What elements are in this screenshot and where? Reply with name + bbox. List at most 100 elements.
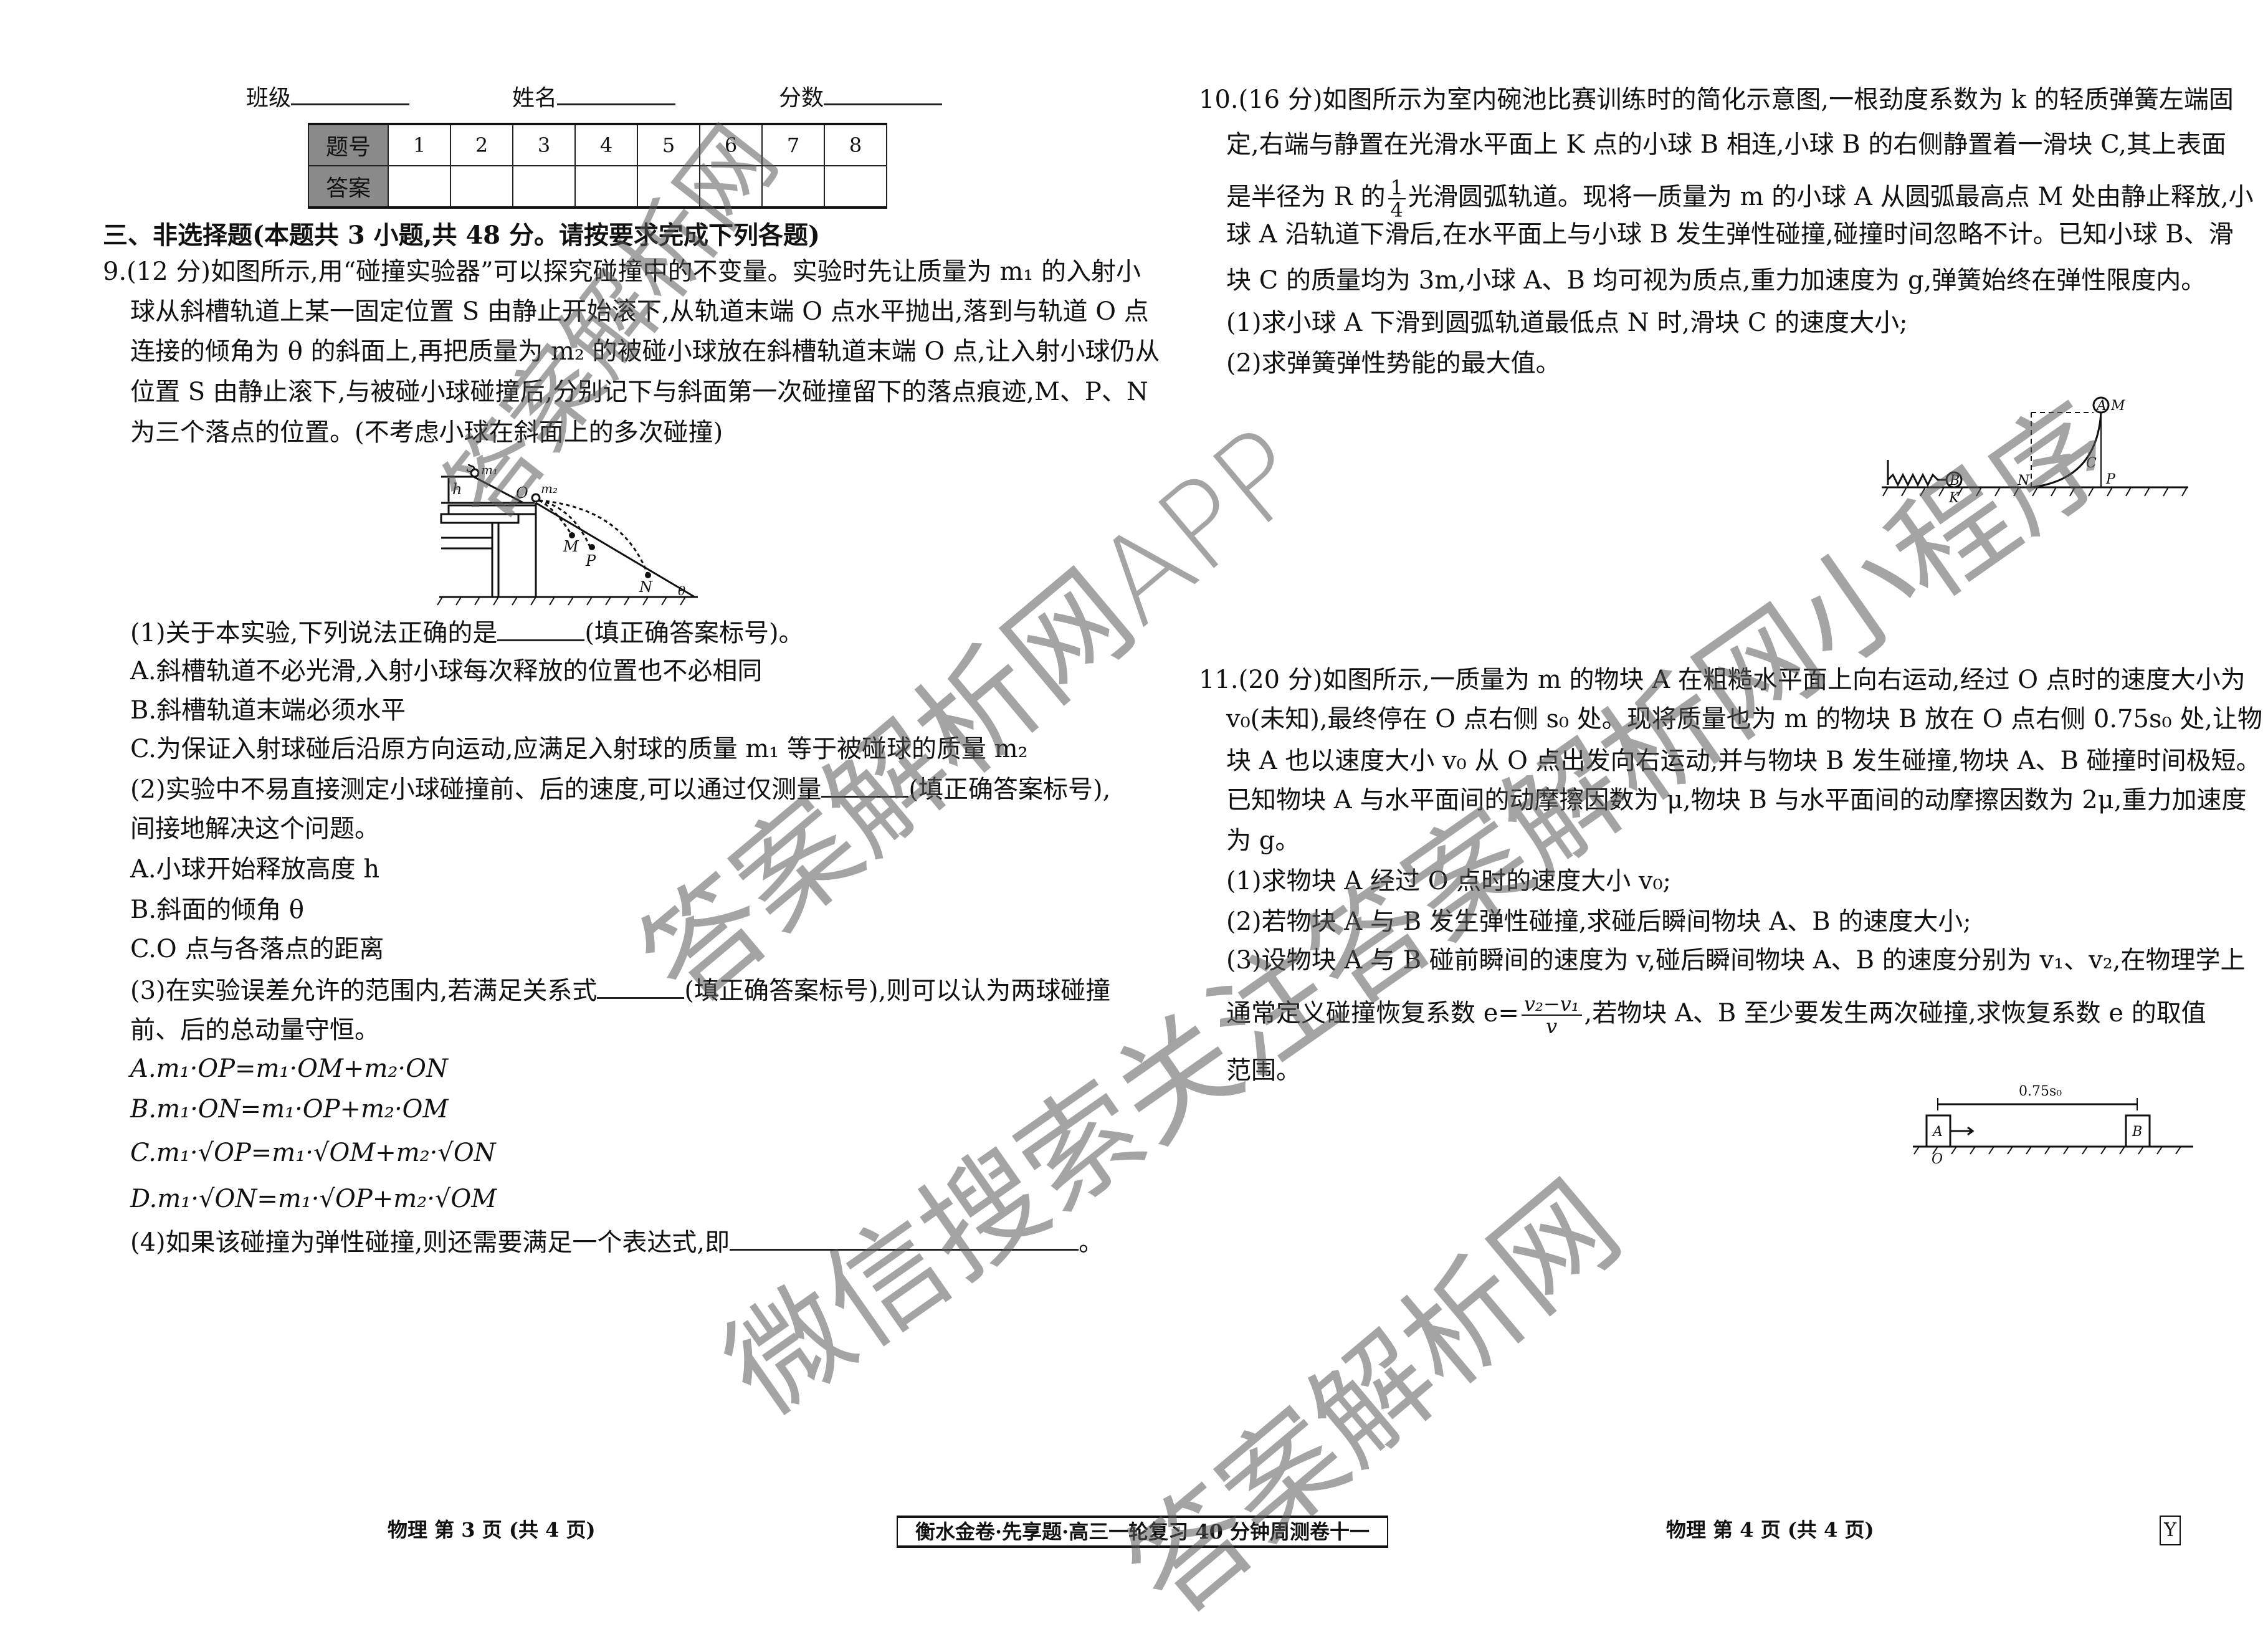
q10-sub1: (1)求小球 A 下滑到圆弧轨道最低点 N 时,滑块 C 的速度大小; (1226, 308, 1908, 337)
collision-apparatus-figure: S m₁ h O m₂ M P N θ (437, 464, 698, 606)
q9-sub1-option-a: A.斜槽轨道不必光滑,入射小球每次释放的位置也不必相同 (130, 657, 763, 685)
table-cell: 2 (450, 123, 513, 166)
answer-cell[interactable] (824, 165, 887, 208)
table-row: 答案 (308, 165, 887, 208)
footer-corner-mark: Y (2160, 1516, 2181, 1545)
q9-line: 9.(12 分)如图所示,用“碰撞实验器”可以探究碰撞中的不变量。实验时先让质量… (103, 257, 1141, 286)
q9-sub1-text: (1)关于本实验,下列说法正确的是 (130, 619, 498, 647)
section-heading: 三、非选择题(本题共 3 小题,共 48 分。请按要求完成下列各题) (103, 221, 820, 250)
q9-sub3: (3)在实验误差允许的范围内,若满足关系式 (填正确答案标号),则可以认为两球碰撞 (130, 975, 1110, 1006)
label-h: h (452, 480, 462, 498)
table-cell: 1 (388, 123, 451, 166)
q10-line: 块 C 的质量均为 3m,小球 A、B 均可视为质点,重力加速度为 g,弹簧始终… (1226, 266, 2206, 295)
answer-cell[interactable] (450, 165, 513, 208)
q9-sub2-blank[interactable] (821, 773, 909, 798)
q9-sub1: (1)关于本实验,下列说法正确的是 (填正确答案标号)。 (130, 617, 804, 648)
q9-sub1-text-end: (填正确答案标号)。 (584, 619, 804, 647)
q9-sub1-option-b: B.斜槽轨道末端必须水平 (130, 696, 406, 725)
q10-line: 10.(16 分)如图所示为室内碗池比赛训练时的简化示意图,一根劲度系数为 k … (1199, 85, 2234, 114)
question-number-header: 题号 (308, 123, 389, 166)
answer-cell[interactable] (637, 165, 700, 208)
label-k: K (1948, 490, 1960, 505)
footer-series-title: 衡水金卷·先享题·高三一轮复习 40 分钟周测卷十一 (897, 1516, 1388, 1548)
label-o: O (1932, 1152, 1943, 1165)
q9-sub3-option-b: B.m₁·ON=m₁·OP+m₂·OM (130, 1095, 449, 1124)
score-blank (824, 81, 943, 105)
q9-sub1-blank[interactable] (497, 617, 585, 641)
label-c: C (2086, 456, 2097, 471)
q11-line: 已知物块 A 与水平面间的动摩擦因数为 μ,物块 B 与水平面间的动摩擦因数为 … (1226, 786, 2247, 814)
label-p: P (2105, 472, 2116, 487)
fraction-denominator: v (1546, 1014, 1558, 1038)
answer-cell[interactable] (574, 165, 638, 208)
name-label: 姓名 (512, 85, 558, 111)
watermark: 答案解析网 (1102, 1156, 1645, 1643)
answer-cell[interactable] (512, 165, 576, 208)
q9-sub4-text-end: 。 (1079, 1228, 1104, 1257)
label-m1: m₁ (481, 464, 498, 477)
name-field: 姓名 (512, 80, 676, 112)
table-cell: 5 (637, 123, 700, 166)
q11-sub3: (3)设物块 A 与 B 碰前瞬间的速度为 v,碰后瞬间物块 A、B 的速度分别… (1226, 946, 2246, 975)
q11-line: 11.(20 分)如图所示,一质量为 m 的物块 A 在粗糙水平面上向右运动,经… (1199, 666, 2246, 694)
q9-sub2-text: (2)实验中不易直接测定小球碰撞前、后的速度,可以通过仅测量 (130, 775, 822, 804)
q9-sub2-option-c: C.O 点与各落点的距离 (130, 935, 384, 963)
q9-sub2-text-end: (填正确答案标号), (908, 775, 1111, 804)
q11-line: v₀(未知),最终停在 O 点右侧 s₀ 处。现将质量也为 m 的物块 B 放在… (1226, 705, 2262, 733)
answer-cell[interactable] (388, 165, 451, 208)
label-p: P (585, 552, 596, 570)
label-a: A (2095, 398, 2107, 414)
answer-cell[interactable] (699, 165, 763, 208)
class-label: 班级 (246, 85, 292, 111)
label-b: B (1949, 473, 1960, 489)
table-cell: 7 (761, 123, 825, 166)
table-cell: 8 (824, 123, 887, 166)
bowl-track-figure: A M B K N C P (1882, 396, 2188, 505)
fraction-numerator: 1 (1388, 177, 1406, 199)
answer-cell[interactable] (761, 165, 825, 208)
score-field: 分数 (779, 80, 943, 112)
q10-line: 球 A 沿轨道下滑后,在水平面上与小球 B 发生弹性碰撞,碰撞时间忽略不计。已知… (1226, 220, 2234, 249)
q9-sub3-text-end: (填正确答案标号),则可以认为两球碰撞 (684, 976, 1111, 1005)
q9-sub3-text: (3)在实验误差允许的范围内,若满足关系式 (130, 976, 598, 1005)
answer-table: 题号 1 2 3 4 5 6 7 8 答案 (308, 123, 887, 209)
q11-sub2: (2)若物块 A 与 B 发生弹性碰撞,求碰后瞬间物块 A、B 的速度大小; (1226, 907, 1971, 936)
q9-line: 连接的倾角为 θ 的斜面上,再把质量为 m₂ 的被碰小球放在斜槽轨道末端 O 点… (130, 337, 1160, 366)
table-cell: 6 (699, 123, 763, 166)
q10-sub2: (2)求弹簧弹性势能的最大值。 (1226, 349, 1561, 378)
label-m: M (2110, 398, 2125, 414)
score-label: 分数 (779, 85, 824, 111)
q9-sub1-option-c: C.为保证入射球碰后沿原方向运动,应满足入射球的质量 m₁ 等于被碰球的质量 m… (130, 735, 1028, 763)
q9-sub3-option-d: D.m₁·√ON=m₁·√OP+m₂·√OM (130, 1185, 497, 1213)
q9-sub2-cont: 间接地解决这个问题。 (130, 814, 379, 843)
label-a: A (1932, 1124, 1943, 1140)
q11-line9-text: 通常定义碰撞恢复系数 e= (1226, 999, 1519, 1028)
q9-sub4: (4)如果该碰撞为弹性碰撞,则还需要满足一个表达式,即。 (130, 1226, 1103, 1258)
q9-sub3-cont: 前、后的总动量守恒。 (130, 1016, 379, 1044)
distance-label: 0.75s₀ (2019, 1084, 2062, 1099)
blocks-figure: 0.75s₀ A B O (1913, 1084, 2193, 1165)
q9-sub3-option-c: C.m₁·√OP=m₁·√OM+m₂·√ON (130, 1139, 496, 1167)
answer-header: 答案 (308, 165, 389, 208)
q11-line: 块 A 也以速度大小 v₀ 从 O 点出发向右运动,并与物块 B 发生碰撞,物块… (1226, 747, 2261, 775)
footer-left-page: 物理 第 3 页 (共 4 页) (388, 1518, 596, 1542)
q9-sub4-blank[interactable] (730, 1226, 1079, 1251)
label-o: O (516, 484, 528, 502)
q9-line: 球从斜槽轨道上某一固定位置 S 由静止开始滚下,从轨道末端 O 点水平抛出,落到… (130, 297, 1149, 326)
q10-line: 定,右端与静置在光滑水平面上 K 点的小球 B 相连,小球 B 的右侧静置着一滑… (1226, 130, 2226, 159)
table-cell: 4 (574, 123, 638, 166)
q9-sub2-option-a: A.小球开始释放高度 h (130, 855, 380, 884)
q10-line3-text: 是半径为 R 的 (1226, 183, 1386, 211)
label-b: B (2132, 1124, 2142, 1140)
q11-line: 为 g。 (1226, 826, 1300, 855)
label-n: N (2017, 473, 2030, 489)
class-blank (291, 81, 410, 105)
fraction-denominator: 4 (1390, 198, 1403, 222)
q9-sub3-blank[interactable] (597, 975, 685, 999)
label-theta: θ (678, 583, 685, 598)
label-m2: m₂ (541, 481, 558, 496)
